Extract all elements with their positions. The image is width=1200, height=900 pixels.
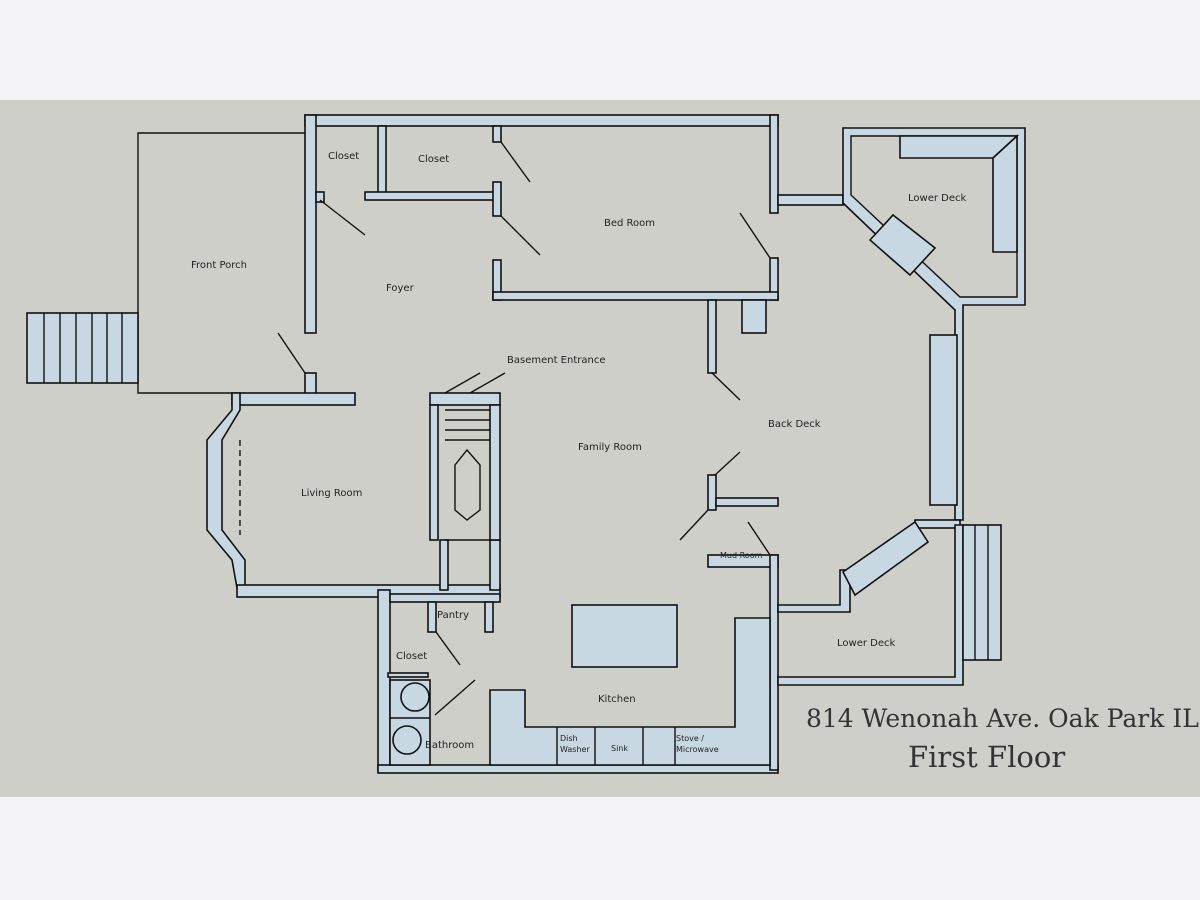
label-lower-deck-top: Lower Deck <box>908 193 966 204</box>
label-basement-entrance: Basement Entrance <box>507 355 606 366</box>
label-stove-1: Stove / <box>676 734 704 743</box>
label-bathroom: Bathroom <box>425 740 474 751</box>
room-labels: Closet Closet Bed Room Front Porch Foyer… <box>191 151 966 754</box>
front-porch <box>26 132 305 394</box>
label-closet-1: Closet <box>328 151 359 162</box>
label-stove-2: Microwave <box>676 745 719 754</box>
door-swings <box>277 141 771 716</box>
label-pantry: Pantry <box>437 610 469 621</box>
label-closet-3: Closet <box>396 651 427 662</box>
label-sink: Sink <box>611 744 628 753</box>
label-mud-room: Mud Room <box>720 551 763 560</box>
kitchen-island <box>571 604 678 668</box>
label-dish-washer-2: Washer <box>560 745 590 754</box>
address-title: 814 Wenonah Ave. Oak Park IL <box>806 704 1199 733</box>
walls <box>206 114 779 774</box>
label-front-porch: Front Porch <box>191 260 247 271</box>
kitchen-fixtures <box>389 604 771 766</box>
label-bed-room: Bed Room <box>604 218 655 229</box>
basement-stairs <box>429 372 506 541</box>
label-family-room: Family Room <box>578 442 642 453</box>
label-living-room: Living Room <box>301 488 362 499</box>
label-dish-washer-1: Dish <box>560 734 578 743</box>
label-lower-deck-bottom: Lower Deck <box>837 638 895 649</box>
floor-plan: Closet Closet Bed Room Front Porch Foyer… <box>0 100 1200 797</box>
floor-title: First Floor <box>908 740 1065 774</box>
porch-stairs <box>43 313 123 383</box>
floor-plan-drawing: Closet Closet Bed Room Front Porch Foyer… <box>26 114 1199 774</box>
label-closet-2: Closet <box>418 154 449 165</box>
shower <box>392 725 422 755</box>
label-kitchen: Kitchen <box>598 694 636 705</box>
label-foyer: Foyer <box>386 283 415 294</box>
decks <box>777 127 1026 686</box>
toilet <box>400 682 430 712</box>
label-back-deck: Back Deck <box>768 419 821 430</box>
